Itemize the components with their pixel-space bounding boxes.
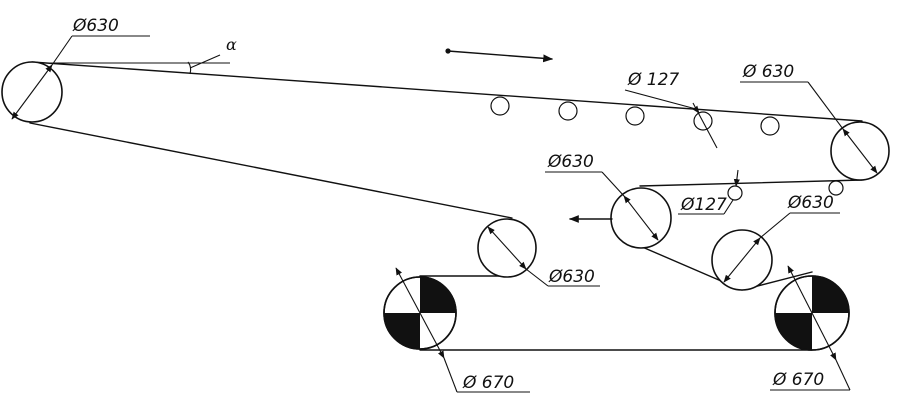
drive-right-label: Ø 670: [772, 370, 824, 390]
pulley-tension: [545, 171, 672, 249]
drive-left-label: Ø 670: [462, 373, 514, 393]
angle-alpha-label: α: [226, 35, 237, 54]
idler-return-dimension: [678, 169, 740, 215]
idler-upper-1: [490, 96, 510, 116]
pulley-deflect-right-label: Ø630: [787, 193, 834, 213]
idler-return-label: Ø127: [680, 195, 727, 215]
pulley-deflect-right: [711, 212, 840, 291]
pulley-head-right-label: Ø 630: [742, 62, 794, 82]
pulley-bend-left-label: Ø630: [548, 267, 595, 287]
angle-marker: [50, 54, 230, 75]
pulley-head-left-label: Ø630: [72, 16, 119, 36]
drive-pulley-left: [383, 267, 530, 393]
belt-direction-arrow: [445, 48, 553, 63]
pulley-bend-left: [477, 218, 600, 287]
belt-lower-left-run: [29, 122, 513, 219]
pulley-head-right: [740, 81, 890, 181]
idler-return-1: [727, 185, 743, 201]
belt-return-right-run: [639, 179, 863, 187]
idler-upper-dimension: [624, 89, 718, 149]
belt-upper-run: [31, 61, 863, 122]
pulley-head-left: [1, 35, 150, 123]
pulley-tension-label: Ø630: [547, 152, 594, 172]
belt-path: [29, 61, 863, 351]
idler-return-2: [828, 180, 844, 196]
idler-upper-2: [558, 101, 578, 121]
drive-pulley-right: [770, 265, 851, 391]
idler-upper-label: Ø 127: [627, 70, 679, 90]
idler-upper-5: [760, 116, 780, 136]
idler-upper-3: [625, 106, 645, 126]
